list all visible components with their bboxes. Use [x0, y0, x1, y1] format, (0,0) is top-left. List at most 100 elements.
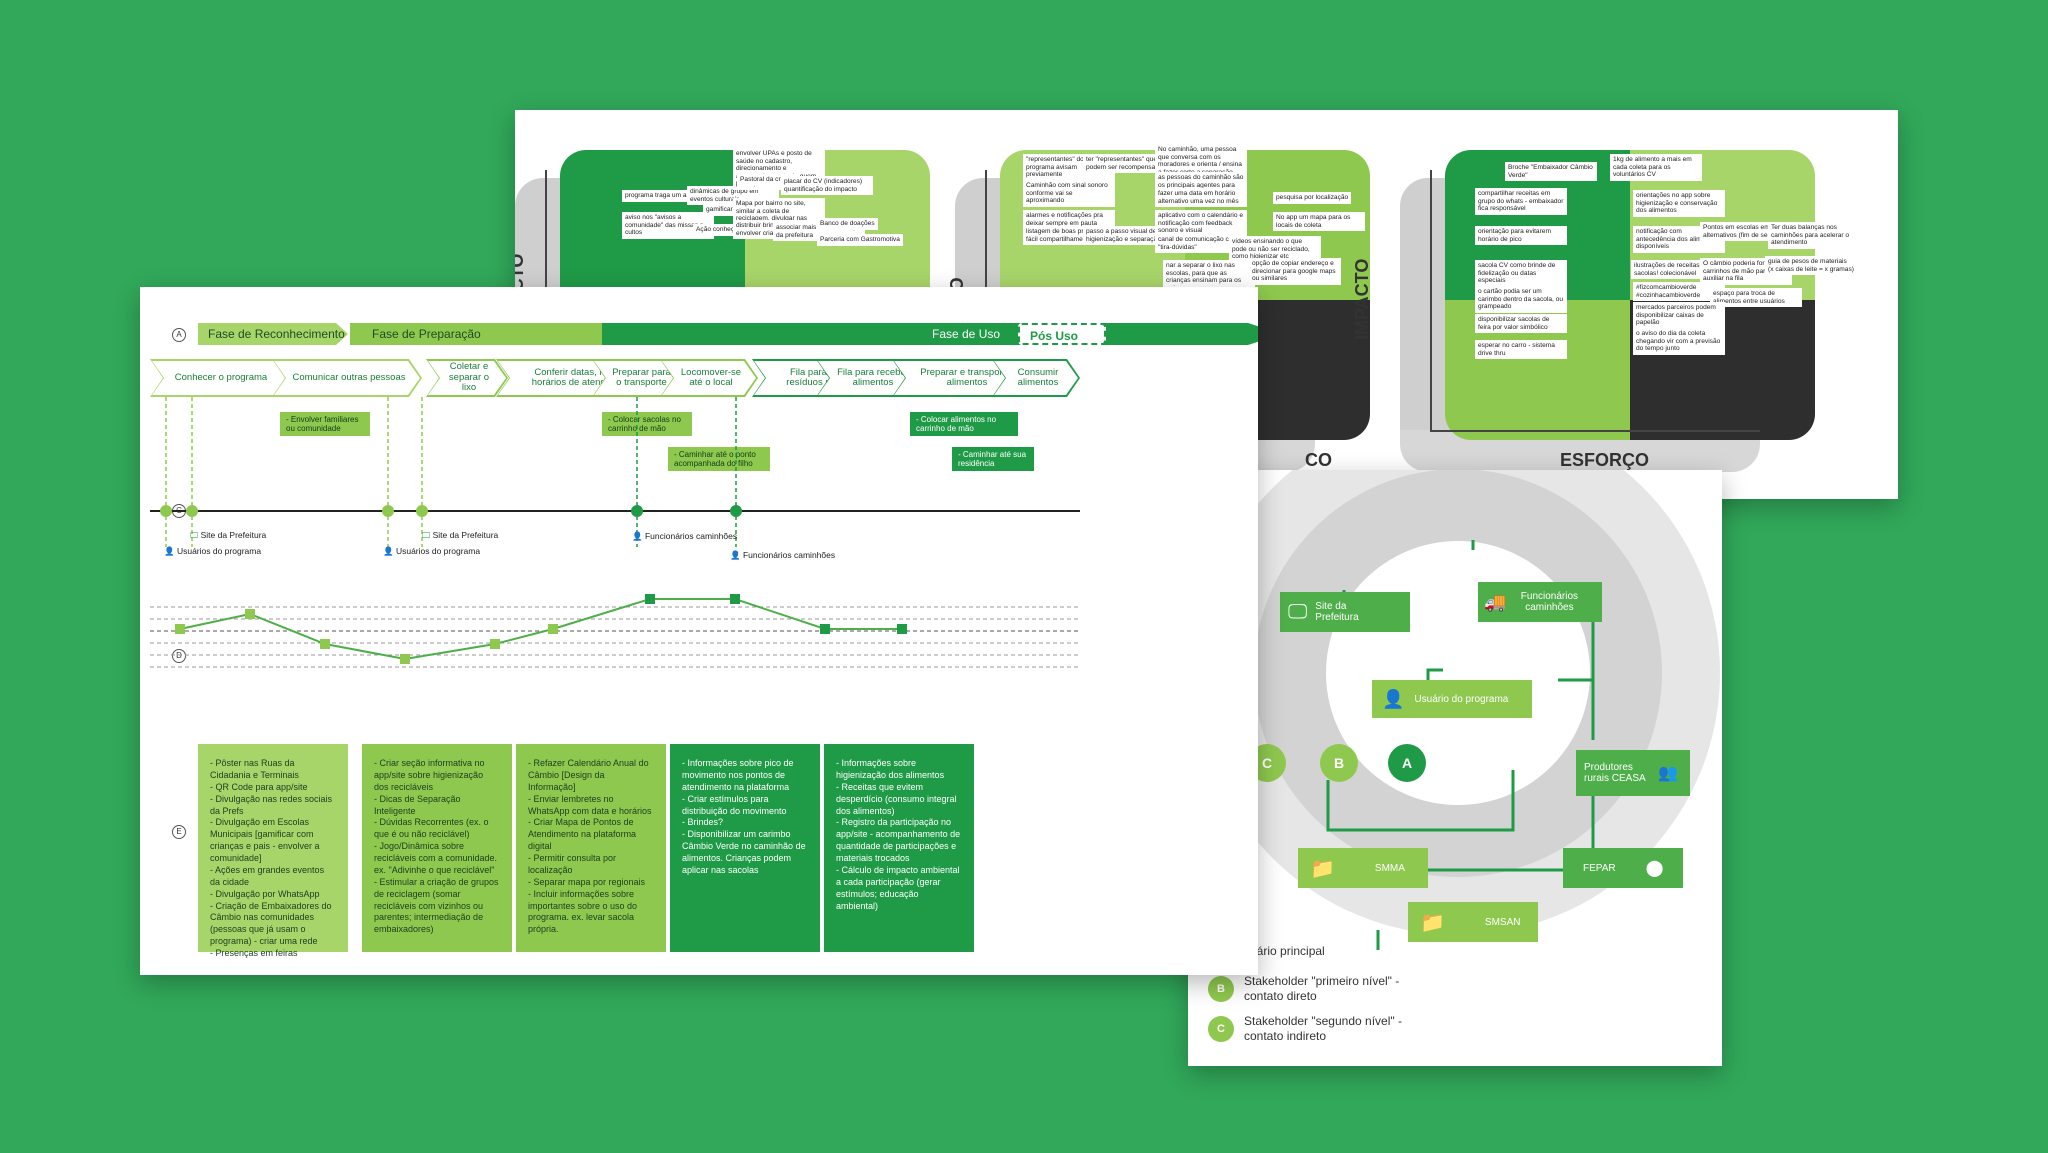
phase-recognition: Fase de Reconhecimento [198, 323, 348, 345]
axis-x-label: ESFORÇO [1560, 450, 1650, 470]
tag-involve-family: - Envolver familiares ou comunidade [280, 412, 370, 437]
sticky-note: disponibilizar sacolas de feira por valo… [1475, 314, 1567, 334]
opportunity-item: - Receitas que evitem desperdício (consu… [836, 781, 957, 816]
sticky-note: pesquisa por localização [1273, 192, 1352, 204]
opportunity-box: - Informações sobre higienização dos ali… [824, 744, 974, 952]
sticky-note: Pastoral da criança [737, 174, 800, 186]
sticky-note: canal de comunicação com "tira-dúvidas" [1155, 234, 1247, 254]
opportunity-box: - Criar seção informativa no app/site so… [362, 744, 512, 952]
opportunity-item: - Ações em grandes eventos da cidade [210, 864, 325, 887]
sticky-note: Caminhão com sinal sonoro conforme vai s… [1023, 180, 1115, 207]
sticky-note: mercados parceiros podem disponibilizar … [1633, 302, 1725, 329]
sticky-note: Ter duas balanças nos caminhões para ace… [1768, 222, 1860, 249]
emotion-point [490, 639, 500, 649]
sticky-note: placar do CV (indicadores) quantificação… [781, 176, 873, 196]
phase-post-use: Pós Uso [1018, 323, 1106, 345]
sticky-note: o cartão podia ser um carimbo dentro da … [1475, 286, 1567, 313]
folder-icon: 📁 [1420, 911, 1445, 934]
truck-icon: 🚚 [1484, 591, 1507, 612]
row-label-e: E [172, 825, 186, 839]
folder-icon: 📁 [1310, 857, 1335, 880]
stakeholder-smsan: 📁 SMSAN [1408, 902, 1538, 942]
opportunity-box: - Informações sobre pico de movimento no… [670, 744, 820, 952]
sticky-note: Banco de doações [817, 218, 878, 230]
opportunity-item: - Criar Mapa de Pontos de Atendimento na… [528, 817, 637, 852]
journey-map-card: A B C D E Fase de Reconhecimento Fase de… [140, 287, 1258, 975]
phase-preparation: Fase de Preparação [350, 323, 680, 345]
touchpoint-dot [730, 505, 742, 517]
opportunity-item: - Refazer Calendário Anual do Câmbio [De… [528, 758, 649, 792]
sticky-note: fazer uma data em horário alternativo um… [1155, 188, 1247, 208]
tag-walk-home: - Caminhar até sua residência [952, 447, 1034, 472]
stakeholder-site: 🖵 Site da Prefeitura [1280, 592, 1410, 632]
opportunity-item: - Disponibilizar um carimbo Câmbio Verde… [682, 829, 806, 875]
opportunity-item: - Permitir consulta por localização [528, 853, 617, 875]
user-icon: 👤 [730, 550, 741, 560]
emotion-point [400, 654, 410, 664]
stakeholder-fepar: FEPAR ⬤ [1563, 848, 1683, 888]
opportunity-item: - Pôster nas Ruas da Cidadania e Termina… [210, 758, 299, 780]
sticky-note: orientações no app sobre higienização e … [1633, 190, 1725, 217]
emotion-point [645, 594, 655, 604]
sticky-note: esperar no carro - sistema drive thru [1475, 340, 1567, 360]
touchpoint-dot [382, 505, 394, 517]
opportunity-item: - Presenças em feiras [210, 948, 298, 958]
sticky-note: sacola CV como brinde de fidelização ou … [1475, 260, 1567, 287]
opportunity-item: - Criar estímulos para distribuição do m… [682, 793, 787, 816]
sticky-note: programa traga um amigo [622, 190, 704, 202]
journey-step: Consumir alimentos [994, 361, 1078, 395]
opportunity-item: - Estimular a criação de grupos de recic… [374, 876, 499, 935]
laptop-icon: 🖵 [190, 530, 199, 540]
row-label-a: A [172, 328, 186, 342]
sticky-note: compartilhar receitas em grupo do whats … [1475, 188, 1567, 215]
sticky-note: Parceria com Gastromotiva [817, 234, 903, 246]
axis-y-label: IMPACTO [1352, 258, 1372, 340]
touch-workers-2: 👤 Funcionários caminhões [730, 550, 836, 560]
axis-x-label: CO [1305, 450, 1332, 470]
emotion-point [548, 624, 558, 634]
ring-label-b: B [1320, 744, 1358, 782]
sticky-note: o aviso do dia da coleta chegando vir co… [1633, 328, 1725, 355]
journey-step: Conhecer o programa [152, 361, 286, 395]
opportunity-item: - Brindes? [682, 817, 724, 828]
opportunity-item: - Dicas de Separação Inteligente [374, 793, 461, 816]
touchpoint-dot [631, 505, 643, 517]
tag-walk-with-child: - Caminhar até o ponto acompanhada do fi… [668, 447, 770, 472]
opportunity-item: - Separar mapa por regionais [528, 876, 646, 887]
emotion-point [320, 639, 330, 649]
journey-step: Comunicar outras pessoas [274, 361, 420, 395]
opportunity-item: - Divulgação em Escolas Municipais [gami… [210, 817, 320, 863]
ring-label-a: A [1388, 744, 1426, 782]
legend-b-circle: B [1208, 976, 1234, 1002]
stakeholder-user: 👤 Usuário do programa [1372, 680, 1532, 718]
sticky-note: orientação para evitarem horário de pico [1475, 226, 1567, 246]
stakeholder-smma: 📁 SMMA [1298, 848, 1428, 888]
opportunity-item: - Informações sobre pico de movimento no… [682, 758, 794, 792]
legend-b-text: Stakeholder "primeiro nível" - contato d… [1244, 974, 1400, 1003]
touchpoint-dot [416, 505, 428, 517]
sticky-note: 1kg de alimento a mais em cada coleta pa… [1610, 154, 1702, 181]
prioritization-matrix-card: PACTO CTO CO IMPACTO ESFORÇO programa tr… [515, 110, 1898, 499]
opportunity-item: - QR Code para app/site [210, 781, 308, 792]
laptop-icon: 🖵 [1288, 600, 1308, 623]
tag-food-cart: - Colocar alimentos no carrinho de mão [910, 412, 1018, 437]
sticky-note: alarmes e notificações pra deixar sempre… [1023, 210, 1115, 230]
sticky-note: #fizcomcambioverde #cozinhacambioverde [1633, 282, 1725, 302]
touch-workers-1: 👤 Funcionários caminhões [632, 531, 738, 541]
opportunity-item: - Divulgação nas redes sociais da Prefs [210, 793, 333, 816]
opportunity-box: - Refazer Calendário Anual do Câmbio [De… [516, 744, 666, 952]
legend-a-text: suário principal [1244, 944, 1325, 958]
opportunity-item: - Divulgação por WhatsApp [210, 888, 320, 899]
opportunity-item: - Informações sobre higienização dos ali… [836, 758, 945, 780]
emotion-point [730, 594, 740, 604]
stakeholder-workers: 🚚 Funcionários caminhões [1478, 582, 1602, 622]
emotion-point [820, 624, 830, 634]
opportunity-item: - Registro da participação no app/site -… [836, 817, 961, 863]
touchpoint-dot [186, 505, 198, 517]
opportunity-item: - Jogo/Dinâmica sobre recicláveis com a … [374, 841, 498, 875]
sticky-note: espaço para troca de alimentos entre usu… [1710, 288, 1802, 308]
opportunity-item: - Dúvidas Recorrentes (ex. o que é ou nã… [374, 817, 489, 840]
emotion-point [245, 609, 255, 619]
opportunity-item: - Criação de Embaixadores do Câmbio nas … [210, 900, 332, 947]
touch-users-1: 👤 Usuários do programa [164, 546, 262, 556]
